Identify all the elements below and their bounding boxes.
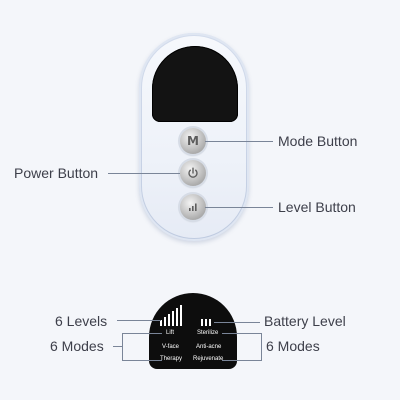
mode-leader-line	[205, 141, 273, 142]
modes-left-leader-line	[113, 346, 122, 347]
level-button-label: Level Button	[278, 199, 356, 215]
level-leader-line	[205, 207, 273, 208]
modes-left-label: 6 Modes	[50, 338, 104, 354]
mode-button-label: Mode Button	[278, 133, 358, 149]
device-screen	[152, 46, 238, 122]
mode-button[interactable]: M	[180, 128, 206, 154]
battery-level-label: Battery Level	[264, 313, 346, 329]
power-button[interactable]	[180, 160, 206, 186]
modes-left-bracket-top	[122, 333, 162, 334]
level-icon	[189, 203, 197, 211]
modes-left-bracket-bottom	[122, 360, 162, 361]
power-leader-line	[108, 173, 180, 174]
mode-anti-acne: Anti-acne	[196, 344, 222, 350]
power-button-label: Power Button	[14, 165, 99, 181]
levels-leader-line	[117, 320, 161, 321]
modes-right-bracket	[261, 333, 262, 361]
modes-right-bracket-top	[222, 333, 262, 334]
mode-lift: Lift	[166, 330, 175, 336]
battery-leader-line	[214, 322, 260, 323]
mode-glyph: M	[187, 134, 199, 148]
mode-therapy: Therapy	[160, 356, 183, 362]
display-screen	[149, 293, 237, 369]
level-button[interactable]	[180, 194, 206, 220]
mode-rejuvenate: Rejuvenate	[193, 356, 224, 362]
modes-right-label: 6 Modes	[266, 338, 320, 354]
modes-left-bracket	[122, 333, 123, 361]
modes-right-bracket-bottom	[222, 360, 262, 361]
mode-v-face: V-face	[162, 344, 180, 350]
mode-sterilize: Sterilize	[197, 330, 219, 336]
battery-bars-icon	[201, 319, 211, 326]
level-bars-icon	[160, 305, 182, 326]
power-icon	[188, 167, 198, 178]
levels-label: 6 Levels	[55, 313, 108, 329]
